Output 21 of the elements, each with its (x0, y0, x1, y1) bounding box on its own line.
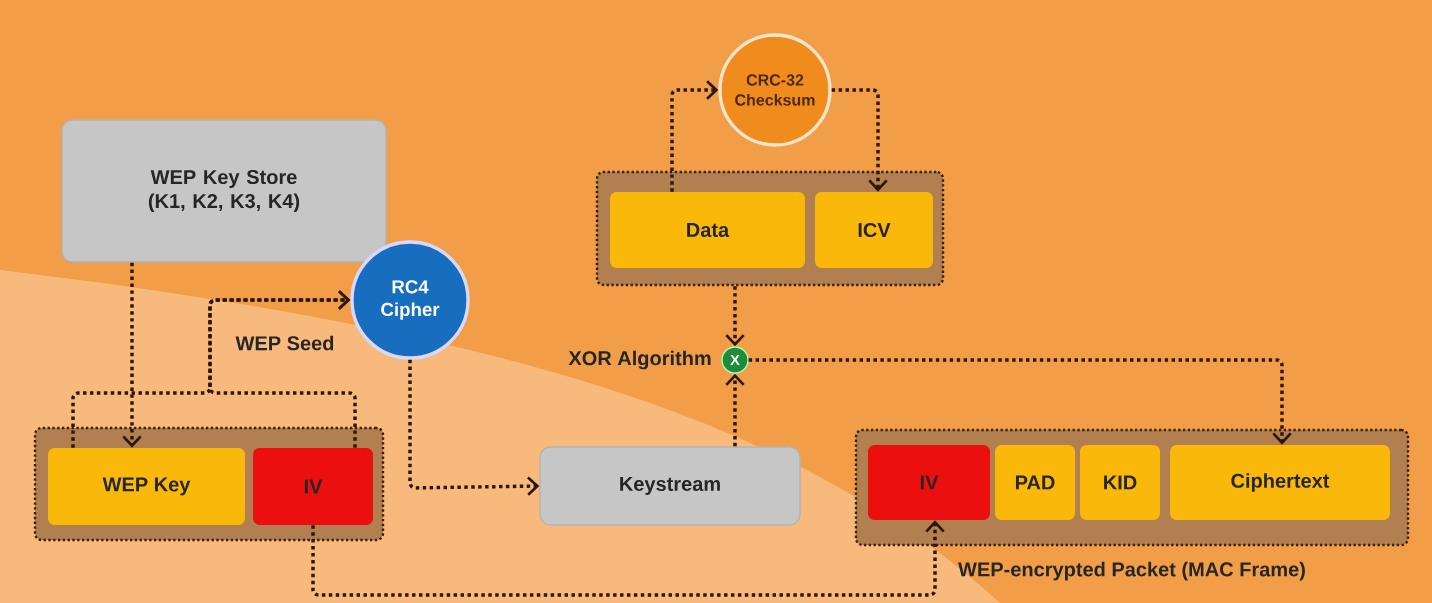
field-box: KID (1080, 445, 1160, 520)
arrow (208, 290, 357, 448)
field-box: WEP Key (48, 448, 245, 525)
arrow (725, 286, 745, 347)
field-box: Ciphertext (1170, 445, 1390, 520)
field-box: Data (610, 192, 805, 268)
node-caption: XOR Algorithm (568, 350, 711, 370)
keystream-box: Keystream (539, 446, 801, 526)
arrow (748, 358, 1292, 445)
edge-label: WEP Seed (234, 334, 336, 352)
arrow (831, 88, 888, 192)
node-caption: WEP-encrypted Packet (MAC Frame) (958, 561, 1305, 581)
field-box: PAD (995, 445, 1075, 520)
key-store-box: WEP Key Store (K1, K2, K3, K4) (61, 119, 387, 263)
arrow (408, 359, 540, 496)
field-box: ICV (815, 192, 933, 268)
arrow (311, 520, 945, 597)
field-box: IV (253, 448, 373, 525)
arrow (725, 373, 745, 447)
field-box: IV (868, 445, 990, 520)
arrow (670, 80, 719, 192)
